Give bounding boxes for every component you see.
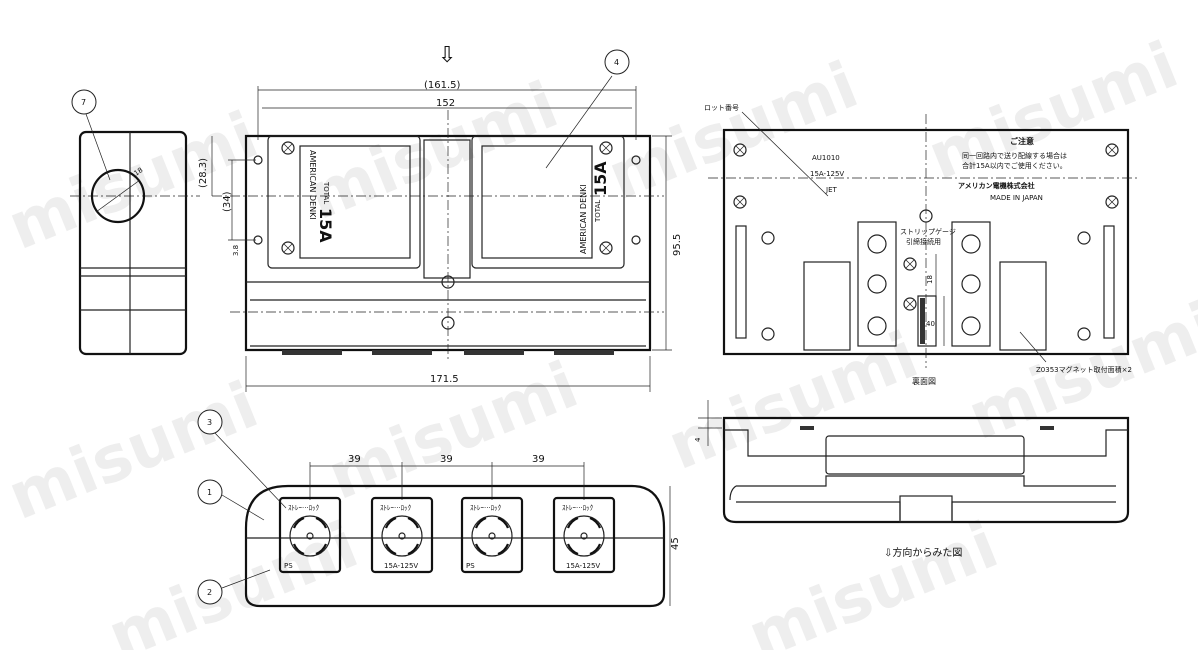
arrow-view-caption: ⇩方向からみた図 bbox=[884, 546, 962, 559]
pitch-dim: 39 bbox=[440, 454, 453, 465]
back-model: AU1010 bbox=[812, 154, 840, 162]
watermark: misumi bbox=[298, 68, 568, 234]
arrow-view: 4 ⇩方向からみた図 bbox=[694, 400, 1130, 559]
caution-line: 同一回路内で送り配線する場合は bbox=[962, 151, 1067, 160]
side-view: 18 7 bbox=[70, 89, 200, 356]
screw bbox=[903, 297, 917, 311]
back-dim-40: 40 bbox=[926, 320, 935, 328]
outlet: ｽﾄﾚｰ···ﾛｯｸ PS bbox=[278, 496, 342, 574]
dim-height: 95.5 bbox=[672, 234, 683, 256]
outlet-top-text: ｽﾄﾚｰ···ﾛｯｸ bbox=[562, 504, 594, 512]
maker-name: アメリカン電機株式会社 bbox=[958, 181, 1035, 190]
screw bbox=[599, 241, 613, 255]
balloon-1 bbox=[197, 479, 223, 505]
foot bbox=[554, 350, 614, 355]
balloon-3 bbox=[197, 409, 223, 435]
foot bbox=[464, 350, 524, 355]
screw bbox=[599, 141, 613, 155]
front-total-left: TOTAL bbox=[322, 181, 330, 204]
front-brand-left: AMERICAN DENKI bbox=[308, 150, 317, 220]
screw bbox=[733, 195, 747, 209]
outlet-rating: 15A-125V bbox=[384, 562, 418, 570]
view-direction-arrow: ⇩ bbox=[438, 43, 456, 68]
made-in: MADE IN JAPAN bbox=[990, 194, 1043, 202]
outlet: ｽﾄﾚｰ···ﾛｯｸ 15A-125V bbox=[552, 496, 616, 574]
balloon-label: 4 bbox=[614, 58, 619, 67]
foot bbox=[372, 350, 432, 355]
outlet-rating: 15A-125V bbox=[566, 562, 600, 570]
outlet: ｽﾄﾚｰ···ﾛｯｸ PS bbox=[460, 496, 524, 574]
screw bbox=[903, 257, 917, 271]
watermark: misumi bbox=[658, 318, 928, 484]
side-dim-18: 18 bbox=[133, 166, 145, 178]
screw bbox=[281, 241, 295, 255]
balloon-4 bbox=[604, 49, 630, 75]
back-view: ロット番号 AU1010 15A-125V JET ご注意 同一回路内で送り配線… bbox=[704, 104, 1140, 386]
pitch-dim: 39 bbox=[532, 454, 545, 465]
caution-title: ご注意 bbox=[1010, 136, 1034, 146]
screw bbox=[1105, 195, 1119, 209]
balloon-label: 2 bbox=[207, 588, 212, 597]
front-rating-left: 15A bbox=[316, 208, 335, 243]
foot bbox=[800, 426, 814, 430]
balloon-label: 7 bbox=[81, 98, 86, 107]
dim-overall-ref: (161.5) bbox=[424, 80, 461, 91]
balloon-7 bbox=[71, 89, 97, 115]
outlet-top-text: ｽﾄﾚｰ···ﾛｯｸ bbox=[470, 504, 502, 512]
screw bbox=[281, 141, 295, 155]
balloon-label: 1 bbox=[207, 488, 212, 497]
screw bbox=[1105, 143, 1119, 157]
strip-gauge: ストリップゲージ bbox=[900, 227, 956, 236]
watermarks: misumi misumi misumi misumi misumi misum… bbox=[0, 28, 1198, 650]
outlet-top-text: ｽﾄﾚｰ···ﾛｯｸ bbox=[288, 504, 320, 512]
outlet: ｽﾄﾚｰ···ﾛｯｸ 15A-125V bbox=[370, 496, 434, 574]
foot bbox=[1040, 426, 1054, 430]
watermark: misumi bbox=[0, 368, 268, 534]
outlet-mark: PS bbox=[284, 562, 293, 570]
strip-gauge: 引締接続用 bbox=[906, 237, 941, 246]
strip-gauge-mark bbox=[920, 298, 925, 344]
jet-mark: JET bbox=[825, 186, 837, 194]
watermark: misumi bbox=[0, 98, 268, 264]
lot-label: ロット番号 bbox=[704, 104, 739, 112]
outlet-mark: PS bbox=[466, 562, 475, 570]
watermark: misumi bbox=[98, 508, 368, 650]
bottom-view: 39 39 39 45 ｽﾄﾚｰ···ﾛｯｸ PS ｽﾄﾚｰ···ﾛｯｸ 15A… bbox=[197, 409, 681, 608]
front-rating-right: 15A bbox=[591, 161, 610, 196]
watermark: misumi bbox=[738, 508, 1008, 650]
front-view: ⇩ AMERICAN DENKI TOTAL 15A AMERICAN DENK… bbox=[198, 43, 683, 392]
dim-ref-28: (28.3) bbox=[198, 158, 209, 188]
back-dim-18: 18 bbox=[926, 275, 934, 284]
screw bbox=[733, 143, 747, 157]
dim-3-8: 3.8 bbox=[232, 245, 240, 256]
dim-hole-pitch: 152 bbox=[436, 98, 455, 109]
dim-ref-34: (34) bbox=[222, 191, 233, 212]
magnet-note: Z0353マグネット取付面積×2 bbox=[1036, 365, 1132, 374]
hole bbox=[761, 209, 1091, 341]
dim-45: 45 bbox=[670, 537, 681, 550]
front-total-right: TOTAL bbox=[594, 200, 602, 223]
balloon-2 bbox=[197, 579, 223, 605]
front-brand-right: AMERICAN DENKI bbox=[579, 184, 588, 254]
pitch-dim: 39 bbox=[348, 454, 361, 465]
caution-line: 合計15A以内でご使用ください。 bbox=[962, 161, 1067, 170]
foot bbox=[282, 350, 342, 355]
balloon-label: 3 bbox=[207, 418, 212, 427]
dim-4: 4 bbox=[694, 437, 702, 442]
back-rating: 15A-125V bbox=[810, 170, 844, 178]
back-caption: 裏面図 bbox=[912, 376, 936, 386]
outlet-top-text: ｽﾄﾚｰ···ﾛｯｸ bbox=[380, 504, 412, 512]
dim-width: 171.5 bbox=[430, 374, 459, 385]
